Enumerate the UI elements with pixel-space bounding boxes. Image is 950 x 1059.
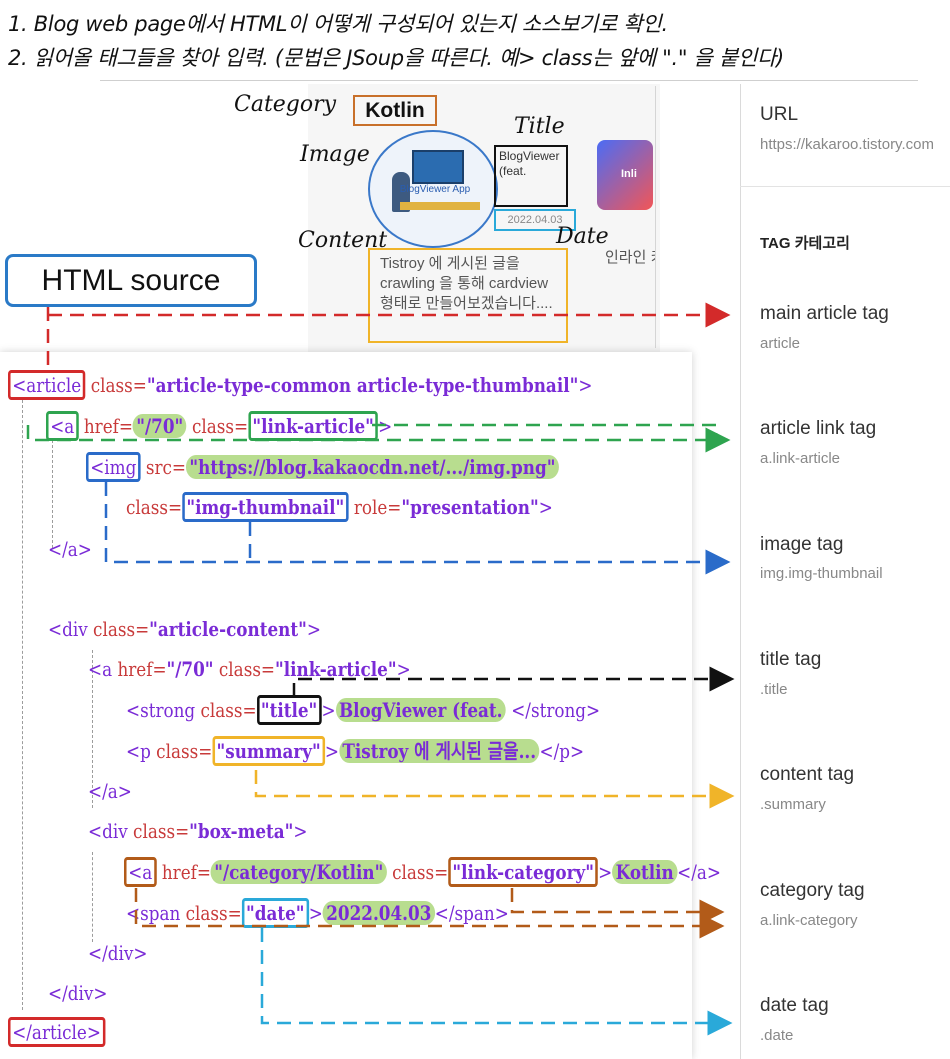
preview-divider — [655, 86, 656, 348]
code-line-a-close: </a> — [48, 537, 92, 561]
arrow-image — [104, 482, 731, 575]
code-line-strong: <strong class="title">BlogViewer (feat. … — [126, 695, 600, 725]
code-line-a: <a href="/70" class="link-article"> — [46, 411, 392, 441]
content-tag-field[interactable]: .summary — [760, 796, 826, 813]
url-label: URL — [760, 104, 799, 125]
code-line-p: <p class="summary">Tistroy 에 게시된 글을...</… — [126, 736, 584, 766]
url-field[interactable]: https://kakaroo.tistory.com — [760, 136, 934, 153]
second-card-content: 인라인 키워드 제공하 코틀린 — [605, 249, 655, 266]
content-tag-label: content tag — [760, 764, 855, 785]
main-article-tag-label: main article tag — [760, 303, 889, 324]
code-line-box-meta-close: </div> — [88, 941, 148, 965]
indent-guide — [52, 440, 53, 548]
image-annotation: Image — [300, 142, 370, 167]
arrow-article-link — [26, 425, 731, 453]
code-line-div: <div class="article-content"> — [48, 617, 321, 641]
image-tag-label: image tag — [760, 534, 844, 555]
category-annotation: Category — [234, 92, 337, 117]
code-line-img: <img src="https://blog.kakaocdn.net/.../… — [86, 452, 559, 482]
code-line-article-close: </article> — [8, 1017, 106, 1047]
category-tag-field[interactable]: a.link-category — [760, 912, 858, 929]
category-badge: Kotlin — [353, 95, 437, 126]
arrow-article-link-class — [372, 423, 718, 440]
code-line-box-meta: <div class="box-meta"> — [88, 819, 308, 843]
arrow-category-a — [134, 888, 725, 939]
date-tag-label: date tag — [760, 995, 829, 1016]
tag-category-heading: TAG 카테고리 — [760, 235, 850, 252]
arrow-date — [260, 928, 733, 1036]
code-line-article: <article class="article-type-common arti… — [8, 370, 592, 400]
card-date: 2022.04.03 — [494, 209, 576, 231]
code-line-category: <a href="/category/Kotlin" class="link-c… — [124, 857, 721, 887]
title-annotation: Title — [514, 114, 565, 139]
indent-guide — [92, 650, 93, 808]
tag-settings-sidebar — [740, 84, 950, 1059]
title-tag-label: title tag — [760, 649, 822, 670]
code-line-a2-close: </a> — [88, 779, 132, 803]
arrow-content — [254, 770, 735, 809]
thumbnail-caption: BlogViewer App — [399, 184, 471, 195]
html-source-label: HTML source — [5, 254, 257, 307]
title-tag-field[interactable]: .title — [760, 681, 788, 698]
divider — [100, 80, 918, 81]
indent-guide — [92, 852, 93, 942]
card-content: Tistroy 에 게시된 글을 crawling 을 통해 cardview … — [368, 248, 568, 343]
second-card-thumb-text: Inli — [621, 168, 637, 180]
category-tag-label: category tag — [760, 880, 865, 901]
date-tag-field[interactable]: .date — [760, 1027, 794, 1044]
image-tag-field[interactable]: img.img-thumbnail — [760, 565, 883, 582]
monitor-graphic — [412, 150, 464, 184]
date-annotation: Date — [556, 224, 609, 249]
card-title: BlogViewer (feat. — [494, 145, 568, 207]
main-article-tag-field[interactable]: article — [760, 335, 801, 352]
sidebar-divider — [740, 186, 950, 187]
arrow-main-article — [46, 307, 728, 372]
code-line-div-close: </div> — [48, 981, 108, 1005]
arrow-category — [510, 888, 725, 925]
code-line-a2: <a href="/70" class="link-article"> — [88, 657, 411, 681]
instruction-line-1: 1. Blog web page에서 HTML이 어떻게 구성되어 있는지 소스… — [8, 12, 668, 36]
code-line-span: <span class="date">2022.04.03</span> — [126, 898, 509, 928]
article-link-tag-field[interactable]: a.link-article — [760, 450, 841, 467]
arrow-title — [292, 666, 735, 697]
code-line-img-class: class="img-thumbnail" role="presentation… — [126, 492, 553, 522]
instruction-line-2: 2. 읽어올 태그들을 찾아 입력. (문법은 JSoup을 따른다. 예> c… — [8, 46, 784, 70]
desk-graphic — [400, 202, 480, 210]
second-card-thumbnail: Inli — [597, 140, 653, 210]
indent-guide — [22, 400, 23, 1010]
article-link-tag-label: article link tag — [760, 418, 877, 439]
card-thumbnail-image: BlogViewer App — [368, 130, 498, 248]
